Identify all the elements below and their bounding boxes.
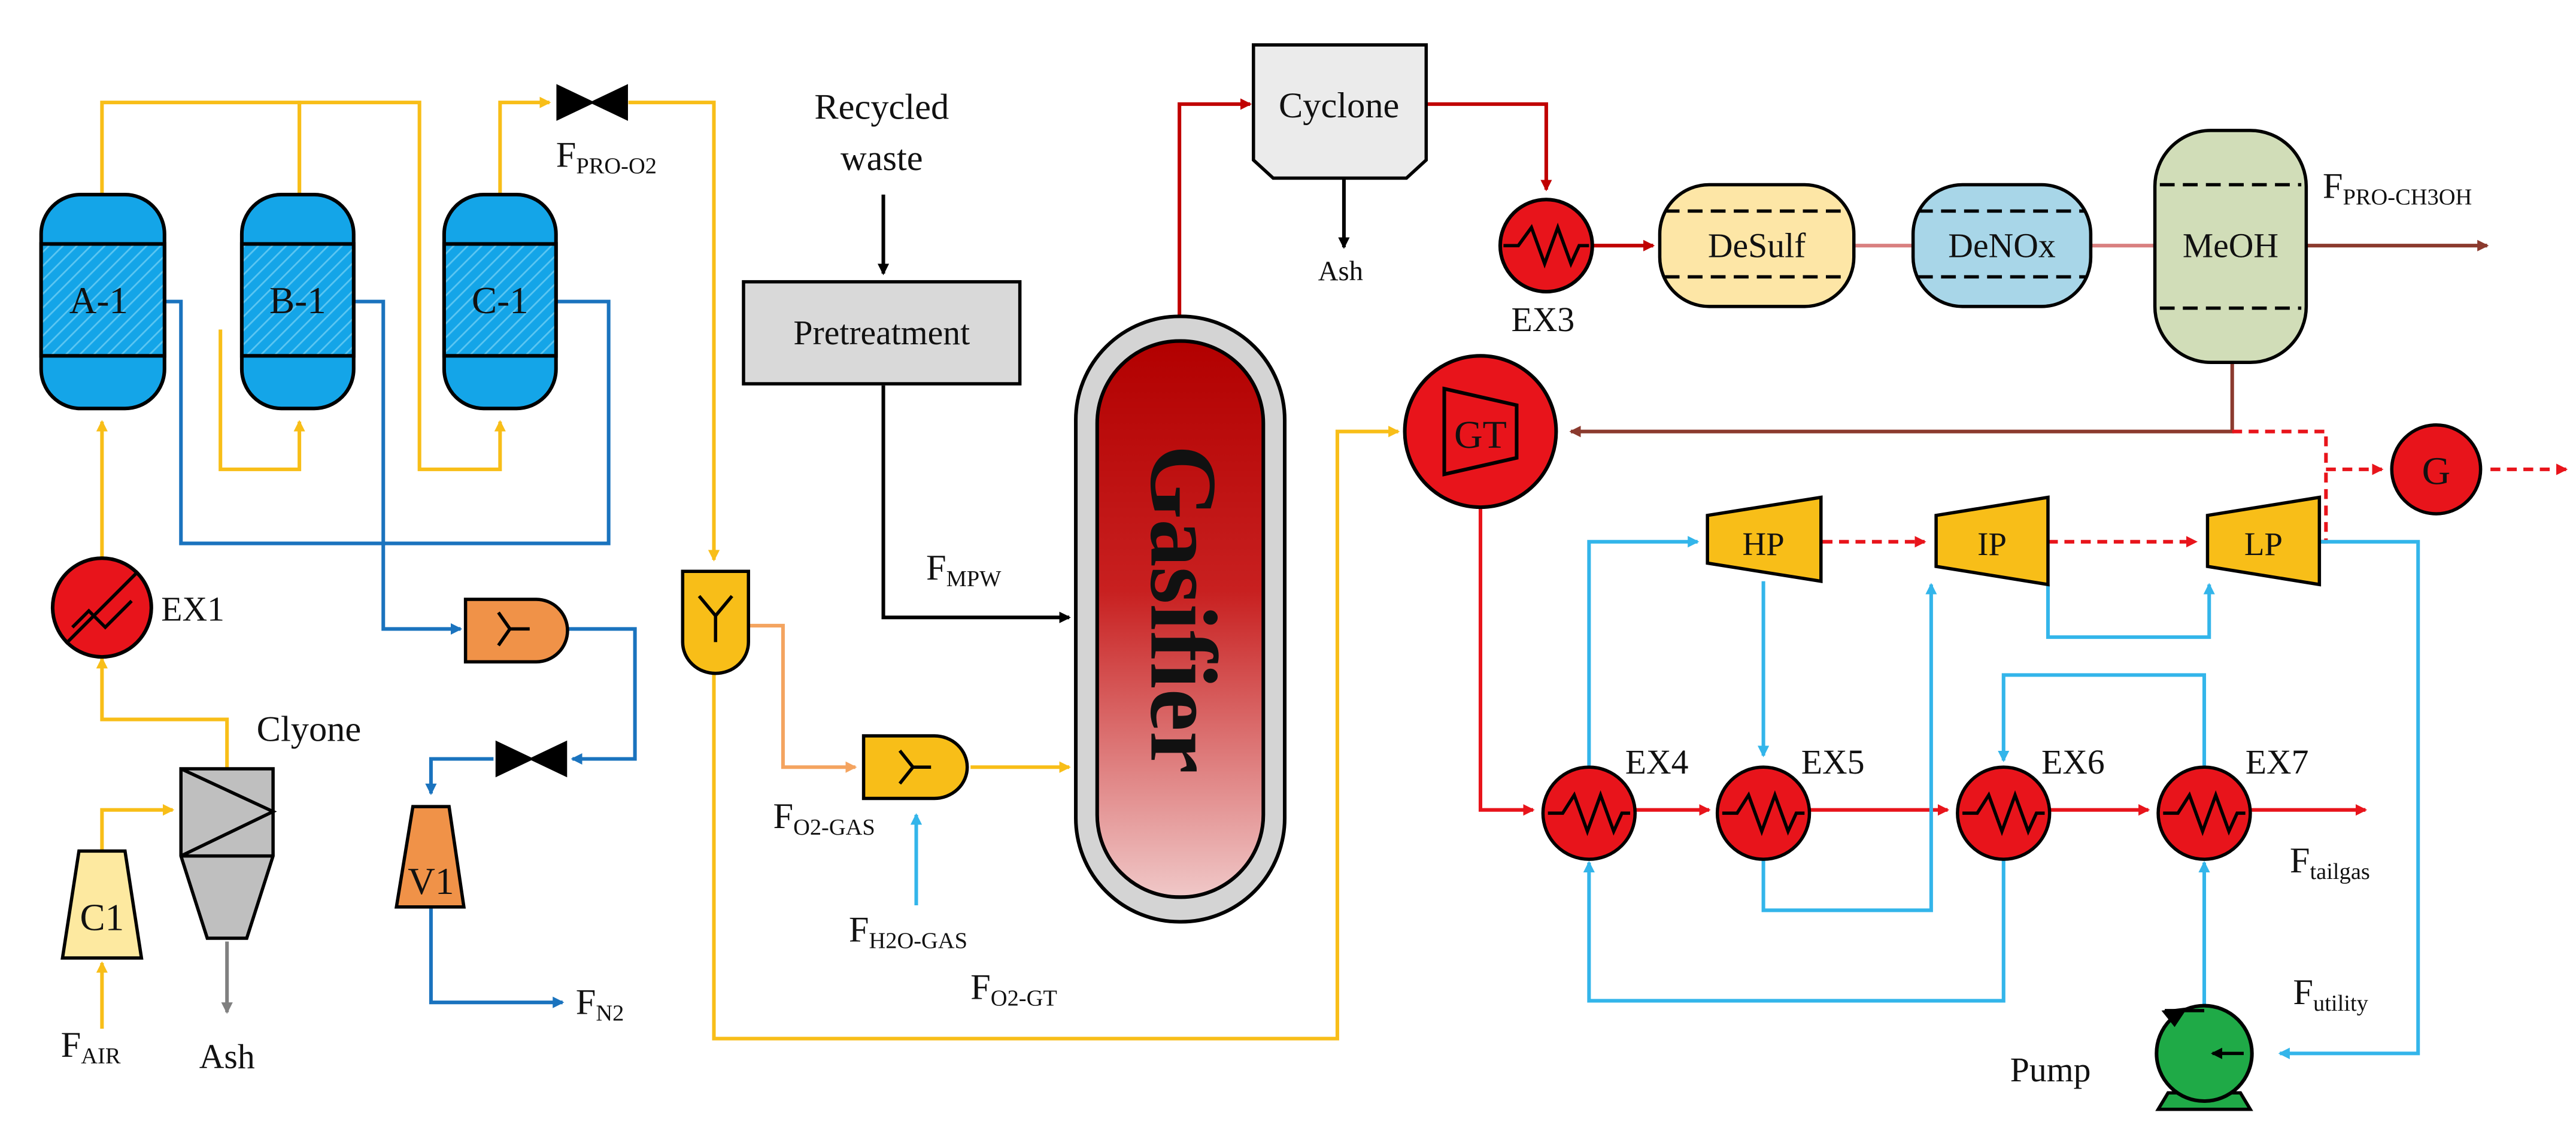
stream-f-o2-gas: FO2-GAS: [773, 796, 875, 840]
c1-to-clyone-line: [100, 804, 175, 851]
c1col-to-valve-line: [498, 96, 551, 198]
gt-label: GT: [1454, 413, 1507, 457]
gas-turbine: GT: [1403, 354, 1558, 510]
ash-bottom-label: Ash: [199, 1038, 255, 1076]
ex5-exchanger-icon: [1715, 765, 1812, 861]
ex6-to-ex4-line: [1583, 859, 2005, 1003]
stream-f-n2: FN2: [576, 982, 624, 1026]
ip-label: IP: [1977, 526, 2007, 562]
gasifier-label: Gasifier: [1130, 445, 1236, 774]
lp-label: LP: [2244, 526, 2283, 562]
ex1-exchanger-icon: [50, 556, 153, 659]
ex1-label: EX1: [161, 591, 224, 629]
hp-label: HP: [1742, 526, 1784, 562]
clyone-separator-icon: [179, 767, 277, 940]
waste-label: waste: [841, 138, 923, 178]
v1-label: V1: [408, 860, 454, 902]
mixer-to-valve-line: [567, 627, 637, 765]
ip-turbine: IP: [1934, 495, 2050, 587]
pump-icon: [2155, 1003, 2254, 1111]
lp-exhaust-line: [2278, 539, 2420, 1059]
stream-f-pro-o2: FPRO-O2: [556, 135, 657, 178]
hp-turbine: HP: [1706, 495, 1823, 583]
o2-gas-line: [748, 623, 857, 773]
ip-to-lp-line: [2046, 583, 2215, 639]
stream-f-o2-gt: FO2-GT: [970, 968, 1057, 1011]
gasifier-vessel: Gasifier: [1074, 314, 1287, 924]
o2-splitter-icon: [681, 569, 750, 675]
column-a1-label: A-1: [69, 280, 128, 322]
valve-oxygen-icon: [556, 84, 628, 121]
valve-to-v1-line: [425, 757, 494, 795]
c1-compressor: C1: [60, 849, 144, 960]
ex4-exchanger-icon: [1541, 765, 1637, 861]
column-b1-label: B-1: [269, 280, 326, 322]
gasifier-to-cyclone-line: [1178, 98, 1252, 317]
stream-f-pro-ch3oh: FPRO-CH3OH: [2323, 166, 2472, 210]
ex6-label: EX6: [2041, 744, 2105, 781]
pretreat-to-gasifier-line: [881, 385, 1071, 623]
gt-exhaust-line: [1478, 505, 1535, 816]
g-label: G: [2422, 450, 2451, 493]
ex5-label: EX5: [1801, 744, 1865, 781]
ex3-exchanger-icon: [1498, 198, 1594, 294]
gt-to-g-shaft: [2232, 429, 2384, 475]
meoh-reactor: MeOH: [2153, 129, 2308, 365]
gasifier-mixer-icon: [861, 734, 969, 801]
lp-turbine: LP: [2205, 495, 2322, 587]
cyclone-unit: Cyclone: [1252, 43, 1428, 180]
stream-f-utility: Futility: [2293, 972, 2368, 1016]
a1-top-line: [100, 101, 302, 198]
o2-to-gt-line: [712, 426, 1400, 1041]
a1-to-b1-line: [219, 329, 305, 471]
a1-to-n2-line: [164, 299, 611, 545]
column-c1-label: C-1: [472, 280, 529, 322]
ex5-to-ip-line: [1761, 583, 1937, 912]
pretreatment-label: Pretreatment: [793, 314, 970, 352]
desulf-label: DeSulf: [1708, 227, 1806, 265]
c1-label: C1: [80, 896, 124, 938]
clyone-label: Clyone: [257, 709, 362, 749]
v1-expander: V1: [394, 805, 466, 909]
clyone-to-ex1-line: [96, 657, 229, 769]
pretreatment-unit: Pretreatment: [742, 280, 1022, 386]
v1-to-n2-line: [429, 907, 565, 1008]
column-a1: A-1: [39, 192, 166, 411]
stream-f-tailgas: Ftailgas: [2290, 841, 2370, 884]
ex6-exchanger-icon: [1956, 765, 2052, 861]
denox-reactor: DeNOx: [1911, 183, 2093, 308]
cyclone-to-ex3-line: [1428, 102, 1552, 192]
column-b1: B-1: [239, 192, 356, 411]
text-labels: Recycled waste Ash EX3 EX1 Clyone Ash EX…: [61, 87, 2472, 1089]
stream-f-h2o-gas: FH2O-GAS: [849, 909, 967, 953]
stream-lines: [96, 96, 2568, 1059]
cyclone-label: Cyclone: [1279, 86, 1399, 126]
n2-mixer-icon: [463, 598, 569, 664]
ex4-to-hp-line: [1587, 536, 1700, 766]
meoh-label: MeOH: [2183, 227, 2278, 265]
ex7-label: EX7: [2246, 744, 2309, 781]
oxygen-main-line: [628, 101, 720, 562]
stream-f-mpw: FMPW: [926, 548, 1002, 592]
recycled-label: Recycled: [814, 87, 949, 128]
generator: G: [2390, 423, 2483, 516]
ex7-exchanger-icon: [2156, 765, 2252, 861]
b1-top-line: [298, 101, 506, 471]
stream-f-air: FAIR: [61, 1025, 121, 1069]
column-c1: C-1: [442, 192, 558, 411]
denox-label: DeNOx: [1948, 227, 2056, 265]
b1-to-mixer-line: [355, 299, 463, 635]
ex3-label: EX3: [1512, 301, 1575, 339]
pump-label: Pump: [2010, 1051, 2091, 1089]
ex7-to-ex6-line: [1998, 673, 2207, 766]
desulf-reactor: DeSulf: [1658, 183, 1856, 308]
ex4-label: EX4: [1625, 744, 1689, 781]
ash-top-label: Ash: [1318, 256, 1363, 287]
meoh-offgas-line: [1569, 362, 2234, 438]
valve-n2-icon: [495, 740, 568, 778]
